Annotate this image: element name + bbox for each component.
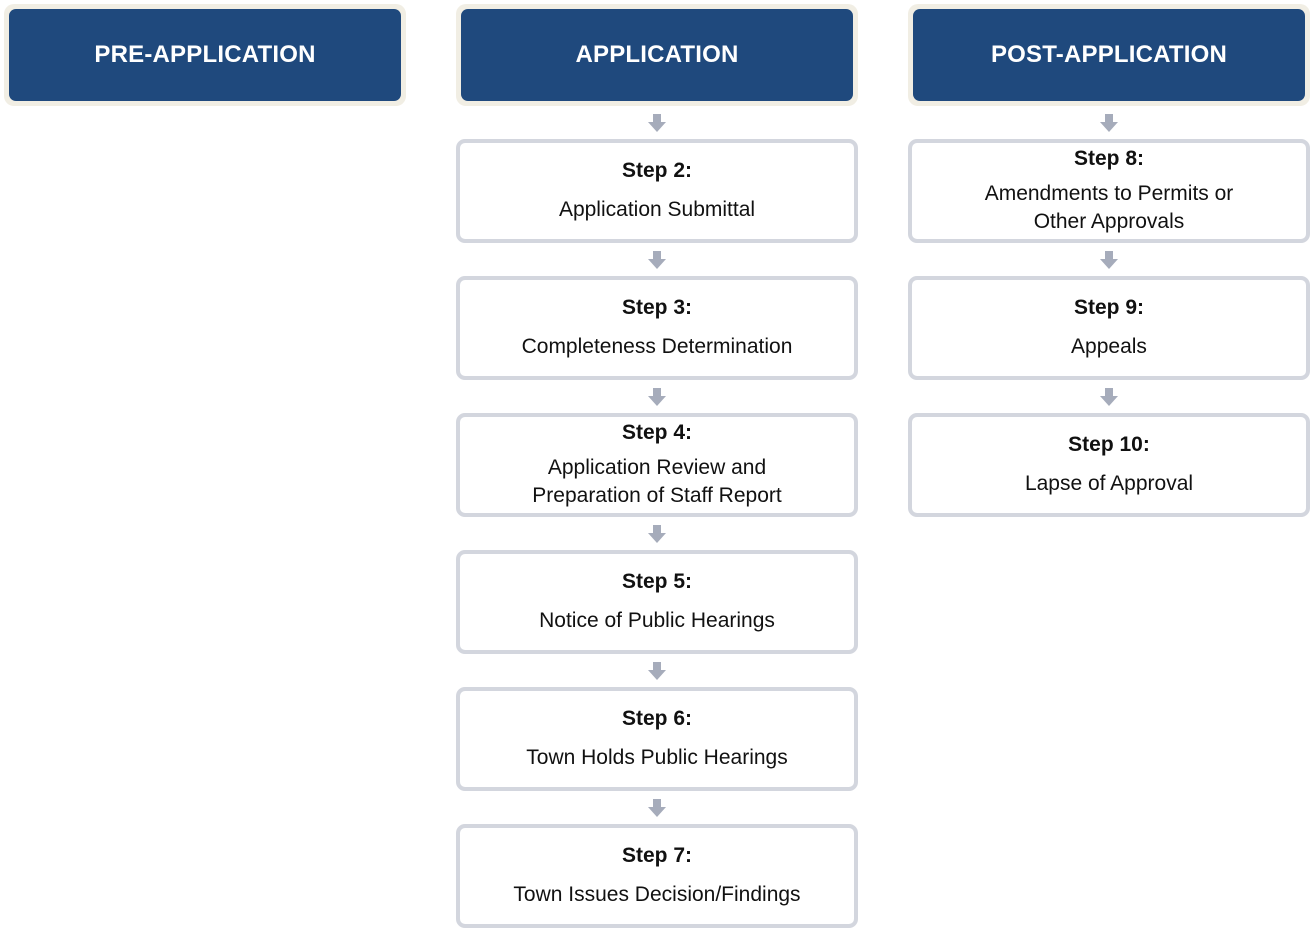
pre-application-header: PRE-APPLICATION xyxy=(9,9,401,101)
step-10-box: Step 10: Lapse of Approval xyxy=(908,413,1310,517)
step-label: Step 2: xyxy=(621,159,692,182)
step-label: Step 3: xyxy=(621,296,692,319)
step-label: Step 9: xyxy=(1073,296,1144,319)
application-header-frame: APPLICATION xyxy=(456,4,858,106)
step-label: Step 5: xyxy=(621,570,692,593)
step-label: Step 10: xyxy=(1068,433,1150,456)
step-label: Step 7: xyxy=(621,844,692,867)
step-7-box: Step 7: Town Issues Decision/Findings xyxy=(456,824,858,928)
step-3-box: Step 3: Completeness Determination xyxy=(456,276,858,380)
step-4-box: Step 4: Application Review and Preparati… xyxy=(456,413,858,517)
step-description: Application Review and Preparation of St… xyxy=(532,456,782,507)
post-application-column: POST-APPLICATION Step 8: Amendments to P… xyxy=(908,4,1310,517)
application-column: APPLICATION Step 2: Application Submitta… xyxy=(456,4,858,928)
step-label: Step 8: xyxy=(1073,147,1144,170)
flow-arrow-icon xyxy=(908,243,1310,276)
step-5-box: Step 5: Notice of Public Hearings xyxy=(456,550,858,654)
step-label: Step 4: xyxy=(621,421,692,444)
post-application-header-frame: POST-APPLICATION xyxy=(908,4,1310,106)
step-description: Notice of Public Hearings xyxy=(539,609,775,632)
post-application-header: POST-APPLICATION xyxy=(913,9,1305,101)
flow-arrow-icon xyxy=(908,106,1310,139)
step-9-box: Step 9: Appeals xyxy=(908,276,1310,380)
step-label: Step 6: xyxy=(621,707,692,730)
flow-arrow-icon xyxy=(456,106,858,139)
pre-application-column: PRE-APPLICATION xyxy=(4,4,406,106)
flow-arrow-icon xyxy=(456,380,858,413)
step-8-box: Step 8: Amendments to Permits or Other A… xyxy=(908,139,1310,243)
flow-arrow-icon xyxy=(456,654,858,687)
step-description: Lapse of Approval xyxy=(1024,472,1194,495)
step-description: Town Holds Public Hearings xyxy=(526,746,788,769)
step-description: Appeals xyxy=(1071,335,1147,358)
step-description: Town Issues Decision/Findings xyxy=(513,883,801,906)
step-description: Amendments to Permits or Other Approvals xyxy=(984,182,1234,233)
step-6-box: Step 6: Town Holds Public Hearings xyxy=(456,687,858,791)
pre-application-header-frame: PRE-APPLICATION xyxy=(4,4,406,106)
application-header: APPLICATION xyxy=(461,9,853,101)
flow-arrow-icon xyxy=(456,791,858,824)
flow-arrow-icon xyxy=(908,380,1310,413)
step-2-box: Step 2: Application Submittal xyxy=(456,139,858,243)
step-description: Application Submittal xyxy=(558,198,756,221)
flow-arrow-icon xyxy=(456,517,858,550)
flow-arrow-icon xyxy=(456,243,858,276)
step-description: Completeness Determination xyxy=(521,335,793,358)
